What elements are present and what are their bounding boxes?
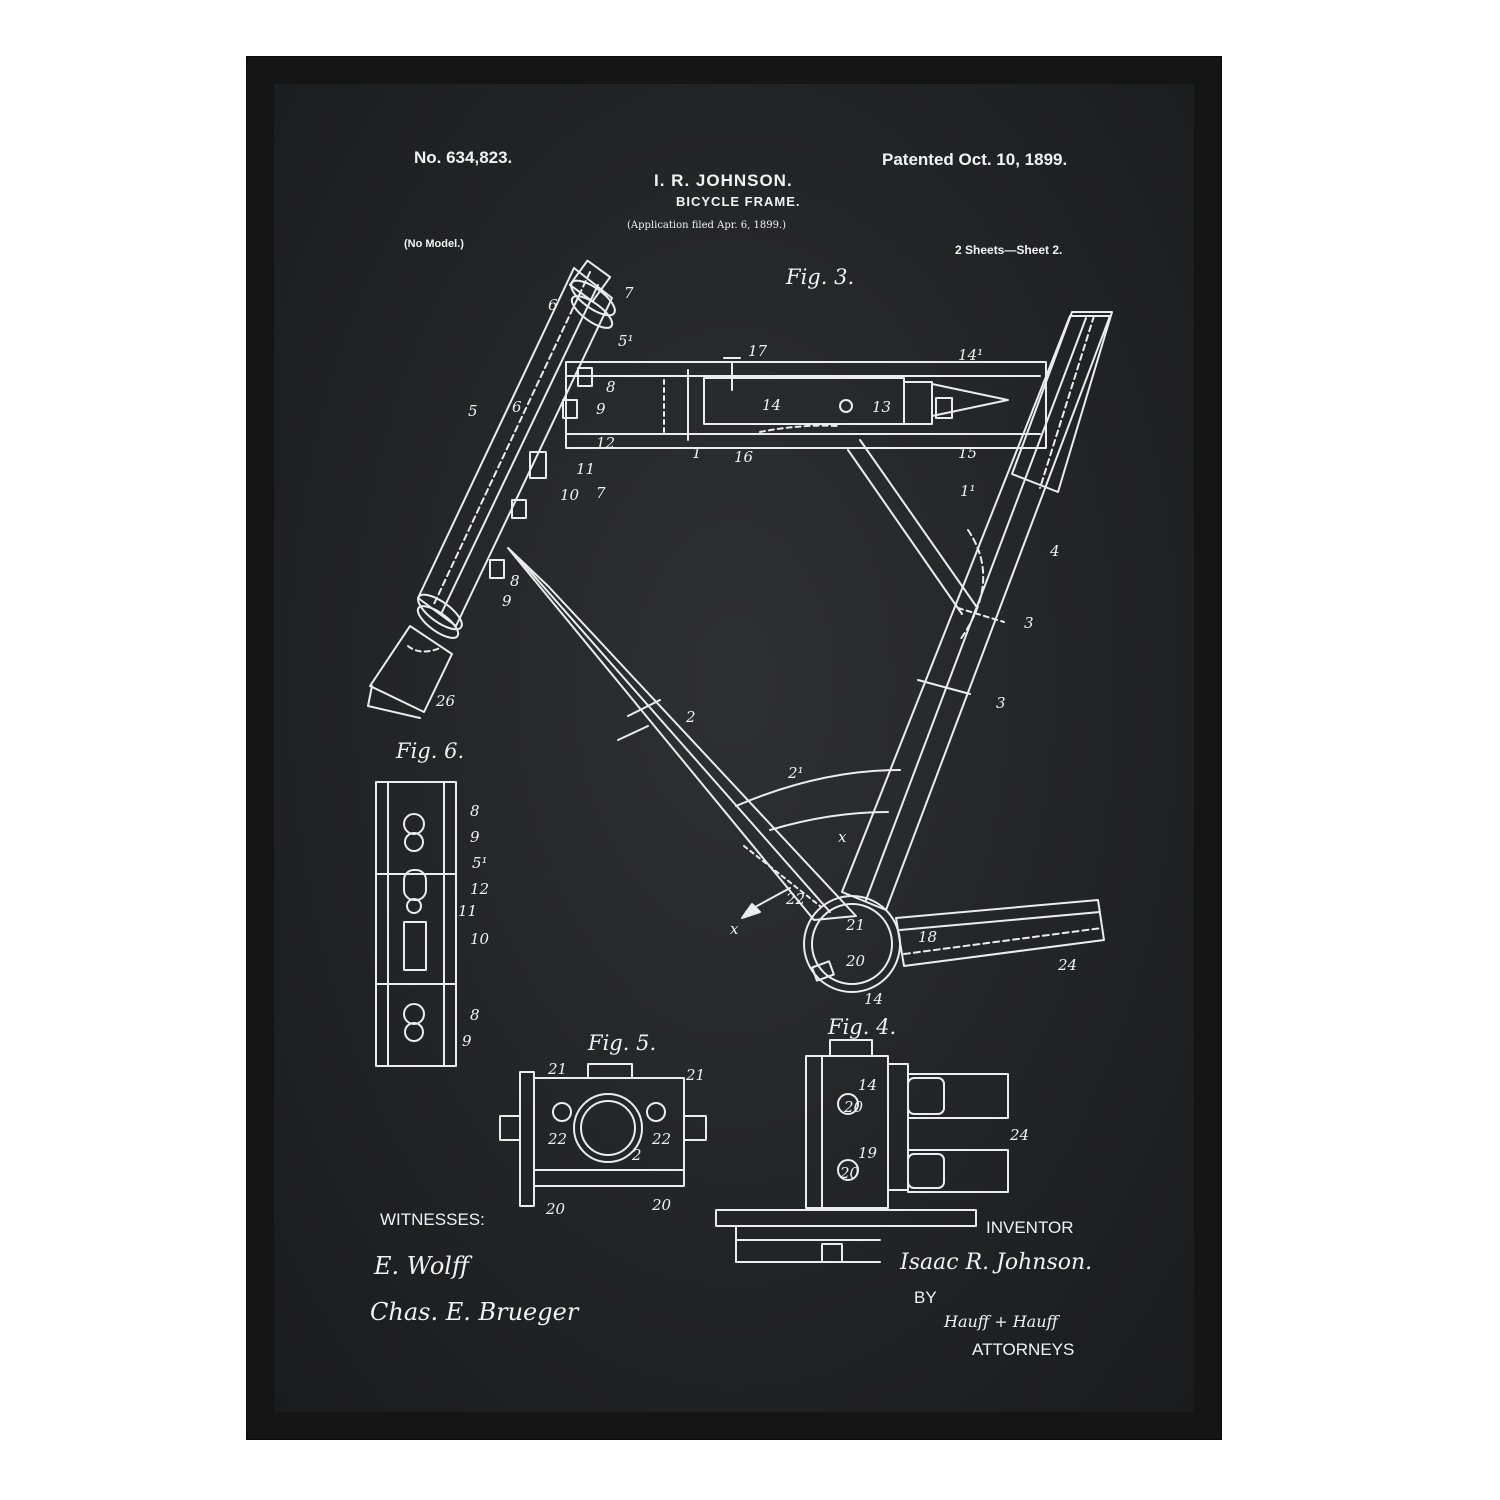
attorneys-label: ATTORNEYS [972, 1340, 1075, 1359]
ref-6b: 6 [512, 398, 522, 416]
ref-1: 1 [692, 444, 702, 462]
fig5-ref-20b: 20 [651, 1196, 672, 1214]
ref-7b: 7 [596, 484, 606, 502]
ref-1-prime: 1¹ [960, 482, 976, 500]
fig3-label: Fig. 3. [785, 265, 854, 289]
fig4-label: Fig. 4. [827, 1015, 896, 1039]
fig5-ref-22b: 22 [651, 1130, 671, 1148]
fig6-ref-9b: 9 [462, 1032, 472, 1050]
blueprint-background [274, 84, 1194, 1412]
ref-14-prime: 14¹ [958, 346, 983, 364]
by-label: BY [914, 1288, 937, 1307]
fig4-ref-20b: 20 [839, 1164, 860, 1182]
ref-2: 2 [685, 708, 696, 726]
fig3-drawing [367, 259, 1113, 993]
ref-14: 14 [762, 396, 781, 414]
fig6-ref-5-prime: 5¹ [472, 854, 488, 872]
fig4-ref-20a: 20 [843, 1098, 864, 1116]
top-tube [565, 357, 1047, 449]
ref-2-prime: 2¹ [787, 764, 804, 782]
ref-20: 20 [845, 952, 866, 970]
ref-5-prime: 5¹ [618, 332, 634, 350]
fig5-reference-numerals: 21 21 22 22 2 20 20 [545, 1060, 705, 1218]
ref-26: 26 [435, 692, 456, 710]
ref-x-lower: x [730, 920, 739, 938]
fig6-ref-12: 12 [470, 880, 489, 898]
ref-24: 24 [1057, 956, 1077, 974]
ref-10: 10 [560, 486, 580, 504]
fig4-ref-19: 19 [858, 1144, 878, 1162]
fig5-label: Fig. 5. [587, 1031, 656, 1055]
fig5-ref-20a: 20 [545, 1200, 566, 1218]
fig3-reference-numerals: 7 6 5¹ 8 9 5 6 12 11 10 7 8 9 26 17 14 1… [435, 284, 1077, 1008]
fig4-drawing [715, 1039, 1009, 1263]
sheet-number: 2 Sheets—Sheet 2. [955, 243, 1063, 257]
ref-7: 7 [624, 284, 634, 302]
no-model-note: (No Model.) [404, 238, 464, 250]
ref-16: 16 [734, 448, 754, 466]
head-tube [367, 259, 616, 719]
fig6-reference-numerals: 8 9 5¹ 12 11 10 8 9 [458, 802, 490, 1050]
ref-9b: 9 [502, 592, 512, 610]
application-date: (Application filed Apr. 6, 1899.) [627, 220, 787, 231]
fig5-ref-22a: 22 [547, 1130, 567, 1148]
attorney-signature: Hauff + Hauff [944, 1312, 1058, 1331]
ref-5: 5 [468, 402, 478, 420]
patent-title: BICYCLE FRAME. [676, 194, 801, 209]
down-tube [507, 547, 857, 921]
ref-15: 15 [958, 444, 977, 462]
inventor-heading-footer: INVENTOR [986, 1218, 1074, 1237]
fig6-ref-10: 10 [470, 930, 490, 948]
witness-signature-1: E. Wolff [374, 1252, 469, 1280]
fig4-ref-14: 14 [858, 1076, 877, 1094]
ref-17: 17 [748, 342, 768, 360]
inventor-signature: Isaac R. Johnson. [900, 1250, 1093, 1275]
frame-brace [735, 439, 977, 831]
witnesses-heading: WITNESSES: [380, 1210, 485, 1229]
ref-8b: 8 [510, 572, 520, 590]
ref-8: 8 [606, 378, 616, 396]
ref-21: 21 [845, 916, 865, 934]
ref-6: 6 [548, 296, 558, 314]
fig4-reference-numerals: 14 20 19 20 24 [839, 1076, 1029, 1182]
fig5-ref-2: 2 [631, 1146, 642, 1164]
fig6-ref-8b: 8 [470, 1006, 480, 1024]
fig6-ref-8a: 8 [470, 802, 480, 820]
chain-stay [895, 899, 1105, 967]
fig5-ref-21b: 21 [685, 1066, 705, 1084]
ref-13: 13 [872, 398, 891, 416]
ref-18: 18 [918, 928, 937, 946]
fig5-ref-21a: 21 [547, 1060, 567, 1078]
witness-signature-2: Chas. E. Brueger [370, 1298, 579, 1326]
ref-x-upper: x [838, 828, 847, 846]
ref-3a: 3 [1024, 614, 1034, 632]
ref-4: 4 [1049, 542, 1060, 560]
fig5-drawing [499, 1063, 707, 1207]
ref-3b: 3 [996, 694, 1006, 712]
ref-9: 9 [596, 400, 606, 418]
fig6-drawing [375, 781, 457, 1067]
bottom-bracket [741, 845, 901, 993]
fig6-ref-11: 11 [458, 902, 477, 920]
fig6-label: Fig. 6. [395, 739, 464, 763]
ref-12: 12 [596, 434, 615, 452]
ref-11: 11 [576, 460, 595, 478]
fig6-ref-9a: 9 [470, 828, 480, 846]
ref-22: 22 [785, 890, 805, 908]
ref-14b: 14 [864, 990, 883, 1008]
fig4-ref-24: 24 [1009, 1126, 1029, 1144]
patent-number: No. 634,823. [414, 148, 513, 167]
inventor-heading: I. R. JOHNSON. [654, 171, 793, 190]
patented-date: Patented Oct. 10, 1899. [882, 150, 1068, 169]
